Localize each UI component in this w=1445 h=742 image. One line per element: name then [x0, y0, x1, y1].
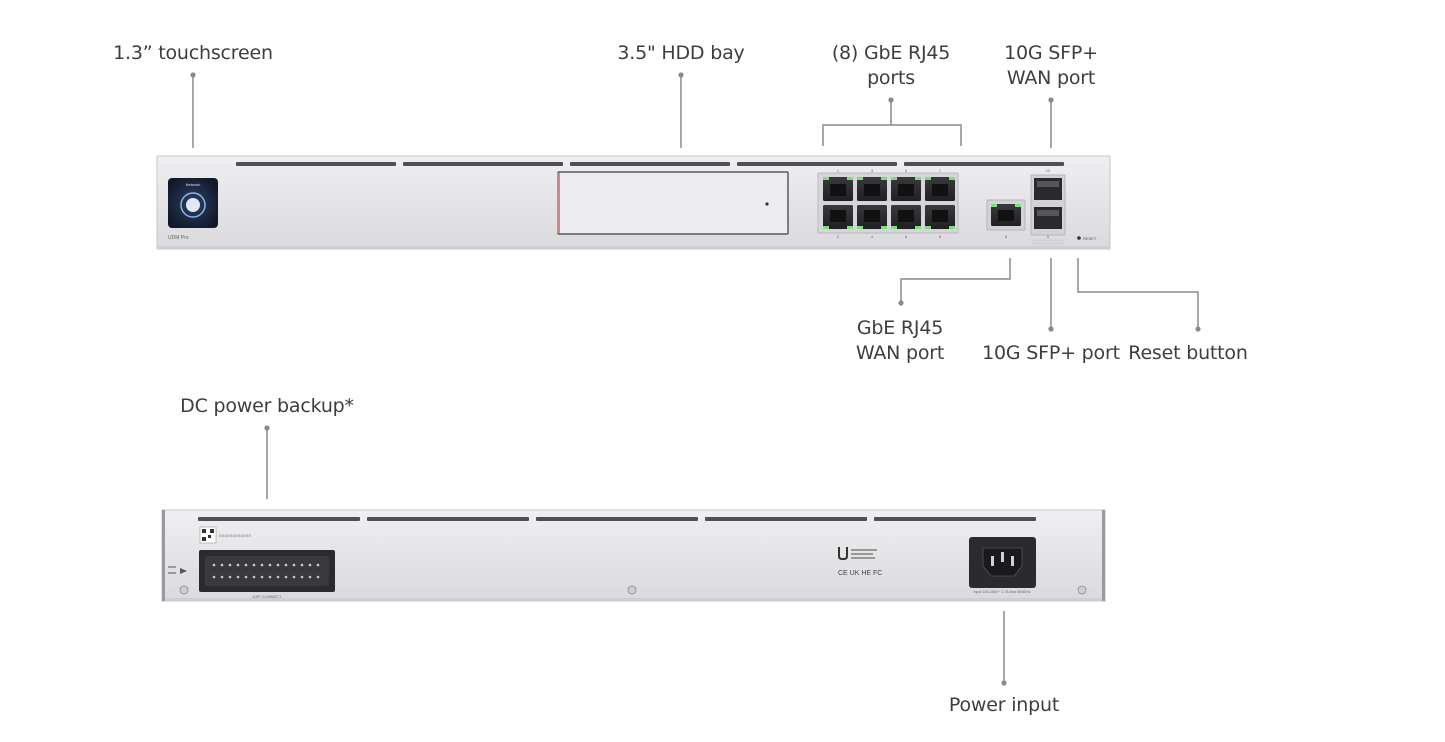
port-number-2: 2 [837, 234, 840, 239]
label-reset-button: Reset button [1128, 342, 1248, 364]
usp-connector: USP CONNECT [199, 550, 335, 599]
reset-button: RESET [1077, 236, 1097, 241]
port-number-8: 8 [939, 234, 942, 239]
label-touchscreen: 1.3ˮ touchscreen [113, 42, 273, 64]
rear-power-text: Input 100-240V~ 1.7A Max 50/60Hz [973, 590, 1030, 594]
touchscreen-display: Network UDM Pro [168, 178, 218, 241]
label-dc-power-backup: DC power backup* [180, 395, 354, 417]
callout-dots [190, 72, 1201, 686]
port-number-5: 5 [905, 168, 908, 173]
rear-vents [198, 517, 1036, 521]
port-number-4: 4 [871, 234, 874, 239]
port-number-6: 6 [905, 234, 908, 239]
rear-indicator [168, 566, 187, 574]
qr-code: XXXXXXXXXXXX [199, 526, 251, 544]
hdd-bay [557, 171, 789, 235]
label-rj45-ports-line2: ports [867, 67, 915, 89]
sfp-ports: 10 9 [1030, 168, 1066, 245]
gbe-wan-port: 8 [986, 199, 1026, 239]
rear-cert-text: CE UK HE FC [838, 570, 882, 577]
label-gbe-wan-line1: GbE RJ45 [856, 317, 944, 339]
label-rj45-ports-line1: (8) GbE RJ45 [831, 42, 951, 64]
rear-serial-text: XXXXXXXXXXXX [219, 533, 251, 538]
model-label: UDM Pro [168, 235, 189, 241]
rj45-ports [823, 177, 955, 229]
rear-panel: XXXXXXXXXXXX USP CONNECT [161, 509, 1106, 602]
front-bottom-edge [157, 246, 1110, 249]
front-vents [236, 162, 1064, 166]
usp-connect-text: USP CONNECT [252, 594, 282, 599]
rj45-port-block: 1 3 5 7 2 4 6 8 [817, 168, 959, 239]
rear-screws [179, 585, 1087, 595]
sfp-bottom-number: 9 [1047, 234, 1050, 239]
wan-rj45-number: 8 [1005, 234, 1008, 239]
power-inlet: Input 100-240V~ 1.7A Max 50/60Hz [969, 537, 1036, 594]
reset-text: RESET [1083, 236, 1097, 241]
port-number-7: 7 [939, 168, 942, 173]
label-sfp-wan-line2: WAN port [1006, 67, 1096, 89]
callout-lines [192, 75, 1199, 683]
screen-text: Network [186, 182, 201, 187]
port-number-1: 1 [837, 168, 840, 173]
sfp-top-number: 10 [1046, 168, 1051, 173]
port-number-3: 3 [871, 168, 874, 173]
label-power-input: Power input [948, 694, 1060, 716]
ubiquiti-logo [838, 547, 877, 560]
label-hdd-bay: 3.5" HDD bay [617, 42, 745, 64]
label-gbe-wan-line2: WAN port [855, 342, 945, 364]
label-sfp-wan-line1: 10G SFP+ [1004, 42, 1098, 64]
label-sfp-port: 10G SFP+ port [982, 342, 1120, 364]
front-panel: Network UDM Pro [156, 155, 1111, 250]
